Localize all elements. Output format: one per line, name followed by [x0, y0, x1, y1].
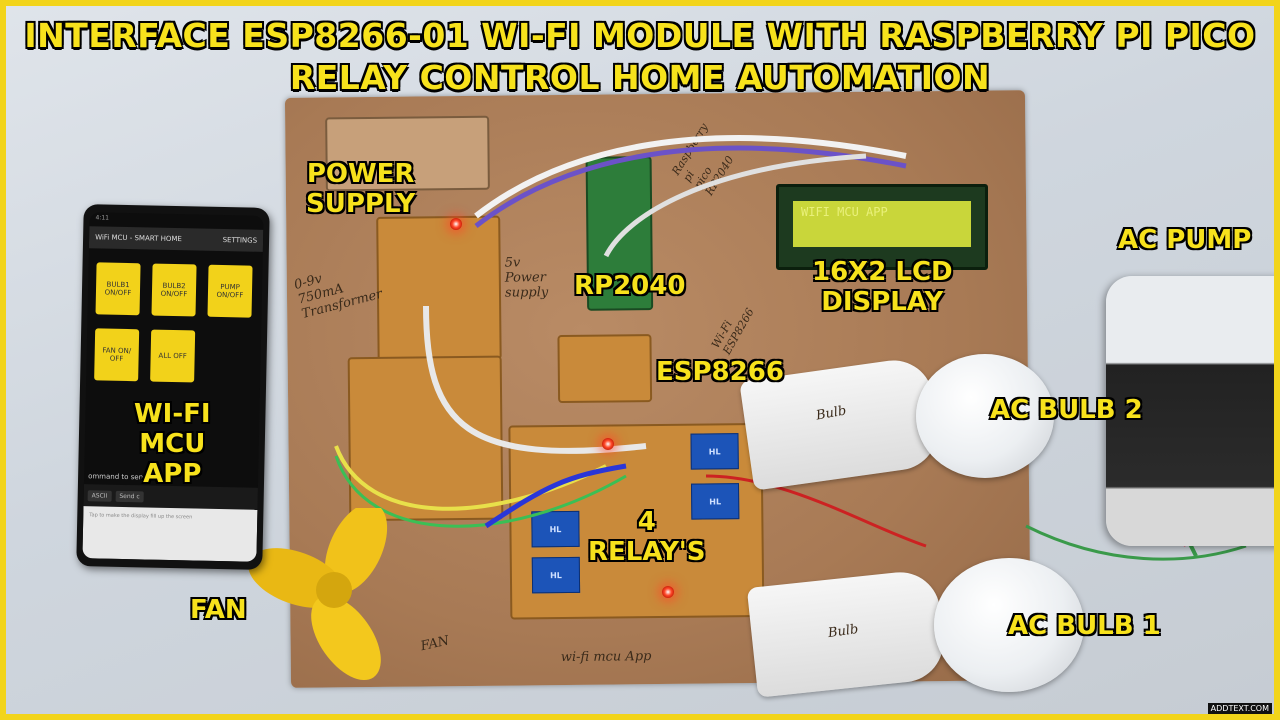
hint-area[interactable]: Tap to make the display fill up the scre… [82, 506, 258, 562]
fan [248, 508, 388, 681]
settings-button[interactable]: SETTINGS [222, 236, 258, 245]
pump-button[interactable]: PUMP ON/OFF [207, 264, 253, 318]
relay-led-2 [662, 586, 674, 598]
ac-bulb-1 [934, 558, 1084, 692]
label-rp2040: RP2040 [574, 271, 686, 301]
ascii-button[interactable]: ASCII [87, 489, 112, 502]
smartphone: 4:11 WiFi MCU - SMART HOME SETTINGS BULB… [76, 204, 270, 570]
label-ac-pump: AC PUMP [1118, 225, 1252, 255]
watermark: ADDTEXT.COM [1207, 703, 1272, 714]
bulb2-button[interactable]: BULB2 ON/OFF [151, 263, 197, 317]
power-led [450, 218, 462, 230]
label-wifi-app: WI-FI MCU APP [134, 399, 211, 489]
relay-led [602, 438, 614, 450]
label-ac-bulb-1: AC BULB 1 [1008, 611, 1161, 641]
app-bar: WiFi MCU - SMART HOME SETTINGS [88, 226, 264, 252]
title-line-1: INTERFACE ESP8266-01 WI-FI MODULE WITH R… [24, 16, 1256, 55]
hint-text: Tap to make the display fill up the scre… [89, 512, 193, 521]
title-line-2: RELAY CONTROL HOME AUTOMATION [289, 58, 991, 97]
ac-bulb-2 [916, 354, 1054, 478]
all-off-button[interactable]: ALL OFF [150, 329, 196, 383]
label-relays: 4 RELAY'S [588, 507, 706, 567]
label-ac-bulb-2: AC BULB 2 [990, 395, 1143, 425]
label-esp8266: ESP8266 [656, 357, 784, 387]
bulb1-button[interactable]: BULB1 ON/OFF [95, 262, 141, 316]
button-grid: BULB1 ON/OFF BULB2 ON/OFF PUMP ON/OFF FA… [94, 262, 257, 383]
fan-button[interactable]: FAN ON/ OFF [94, 328, 140, 382]
phone-screen: 4:11 WiFi MCU - SMART HOME SETTINGS BULB… [82, 212, 264, 562]
app-title: WiFi MCU - SMART HOME [95, 233, 182, 244]
lcd-screen-text: WIFI MCU APP [793, 201, 971, 247]
send-button[interactable]: Send c [115, 490, 144, 502]
label-power-supply: POWER SUPPLY [306, 159, 416, 219]
photo-frame: HL HL HL HL 0-9v 750mA Transformer 5v Po… [6, 6, 1274, 714]
lcd-display: WIFI MCU APP [776, 184, 988, 270]
label-lcd: 16X2 LCD DISPLAY [812, 257, 953, 317]
ac-pump [1106, 276, 1274, 546]
label-fan: FAN [190, 595, 247, 625]
